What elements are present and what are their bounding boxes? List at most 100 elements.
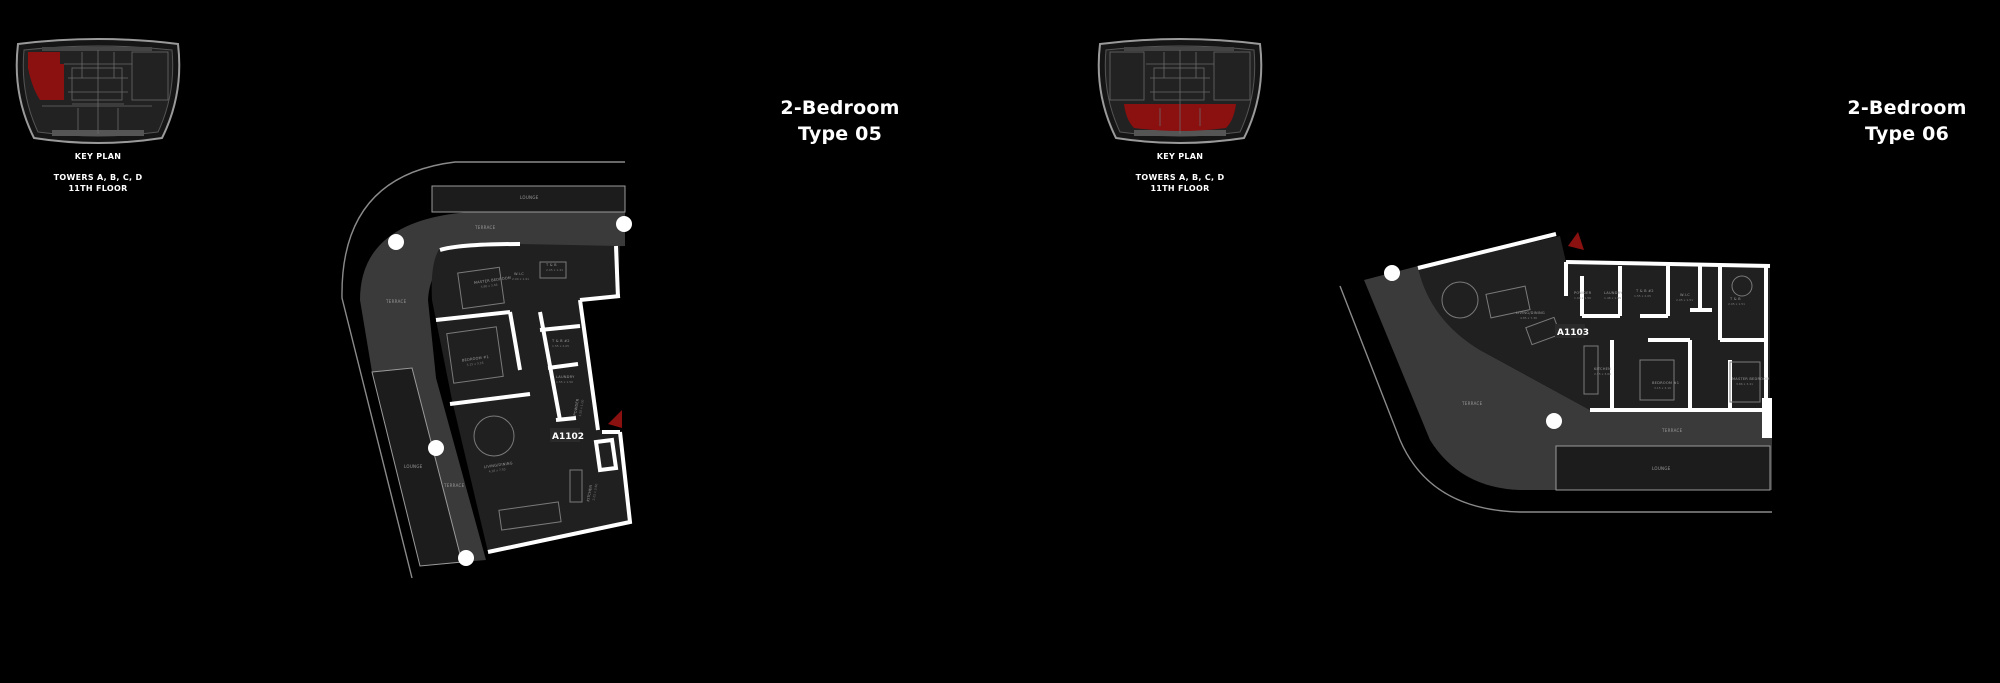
room-name: MASTER BEDROOM [1732, 377, 1770, 381]
unit-panel-type-06: KEY PLAN TOWERS A, B, C, D 11TH FLOOR 2-… [1000, 0, 2000, 683]
terrace-label: TERRACE [443, 483, 465, 488]
unit-title-bedrooms: 2-Bedroom [780, 97, 900, 119]
room-label-bedroom-1: BEDROOM #1 3.15 x 3.16 [462, 355, 489, 367]
room-area: 3.86 x 3.46 [480, 283, 498, 289]
floor-plan-type-05: A1102 MASTER BEDROOM 3.86 x 3.46 W.I.C 2… [341, 161, 633, 579]
room-area: 1.50 x 1.00 [578, 399, 585, 417]
unit-title-type: Type 05 [797, 123, 883, 145]
room-name: BEDROOM #1 [462, 355, 489, 363]
apartment-floor [1418, 236, 1770, 410]
key-plan-floor: 11TH FLOOR [68, 184, 128, 193]
unit-number-tag-bg [1555, 324, 1585, 338]
walls [1417, 232, 1771, 412]
room-area: 2.00 x 1.91 [512, 277, 529, 281]
column-marker [458, 550, 474, 566]
unit-number-tag-bg [550, 428, 580, 442]
room-label-master: MASTER BEDROOM 3.86 x 3.41 [1732, 377, 1770, 386]
column-marker [428, 440, 444, 456]
room-area: 2.05 x 1.51 [1676, 298, 1693, 302]
room-label-tb-2: T & B #2 1.55 x 2.05 [1634, 289, 1654, 298]
lounge-label: LOUNGE [404, 464, 423, 469]
key-plan-label: KEY PLAN [74, 152, 122, 161]
room-area: 3.86 x 3.41 [1736, 382, 1753, 386]
unit-panel-type-05: KEY PLAN TOWERS A, B, C, D 11TH FLOOR 2-… [15, 38, 950, 579]
room-label-wic: W.I.C 2.05 x 1.51 [1676, 293, 1693, 302]
column-marker [388, 234, 404, 250]
room-name: BEDROOM #1 [1652, 381, 1679, 385]
column-marker [1546, 413, 1562, 429]
room-name: T & B #2 [1635, 289, 1654, 293]
room-label-powder: POWDER 1.00 x 1.56 [1574, 291, 1592, 300]
room-label-tb: T & B 2.05 x 1.51 [1728, 297, 1745, 306]
room-area: 1.55 x 2.05 [1634, 294, 1651, 298]
room-area: 4.85 x 7.36 [1520, 316, 1537, 320]
room-name: T & B #2 [551, 339, 570, 343]
room-label-living: LIVING/DINING 4.18 x 7.50 [484, 461, 513, 473]
room-area: 1.00 x 1.56 [1574, 296, 1591, 300]
room-name: W.I.C [514, 272, 524, 276]
room-area: 2.25 x 3.60 [592, 483, 599, 501]
room-label-powder: POWDER 1.50 x 1.00 [573, 398, 585, 417]
room-area: 2.05 x 1.41 [546, 268, 563, 272]
room-area: 4.18 x 7.50 [488, 467, 506, 473]
unit-title-bedrooms: 2-Bedroom [1847, 97, 1967, 119]
room-name: T & B [545, 263, 557, 267]
room-name: LAUNDRY [556, 375, 575, 379]
north-arrow [608, 410, 622, 428]
room-name: LAUNDRY [1604, 291, 1623, 295]
lounge-strip [1555, 445, 1771, 491]
room-area: 1.46 x 1.55 [1604, 296, 1621, 300]
terrace-area [360, 212, 625, 562]
key-plan-label: KEY PLAN [1156, 152, 1204, 161]
room-name: T & B [1729, 297, 1741, 301]
room-label-tb: T & B 2.05 x 1.41 [545, 263, 563, 272]
room-label-kitchen: KITCHEN 2.25 x 3.60 [586, 483, 599, 502]
terrace-label: TERRACE [1461, 401, 1483, 406]
room-area: 2.05 x 1.51 [1728, 302, 1745, 306]
room-label-living: LIVING/DINING 4.85 x 7.36 [1516, 311, 1545, 320]
lounge-label: LOUNGE [520, 195, 539, 200]
room-label-laundry: LAUNDRY 1.55 x 1.50 [556, 375, 575, 384]
key-plan-floor: 11TH FLOOR [1150, 184, 1210, 193]
lounge-label: LOUNGE [1652, 466, 1671, 471]
key-plan-highlight [28, 52, 64, 100]
column-marker [616, 216, 632, 232]
column-marker [1384, 265, 1400, 281]
room-area: 3.15 x 3.10 [1654, 386, 1671, 390]
key-plan-towers: TOWERS A, B, C, D [1135, 173, 1225, 182]
north-arrow [1568, 232, 1584, 250]
unit-title-type: Type 06 [1864, 123, 1950, 145]
room-label-laundry: LAUNDRY 1.46 x 1.55 [1604, 291, 1623, 300]
unit-title: 2-Bedroom Type 06 [1812, 95, 2000, 147]
lounge-strip-top [431, 185, 626, 213]
room-name: LIVING/DINING [1516, 311, 1545, 315]
key-plan-diagram [1097, 38, 1263, 144]
room-name: POWDER [573, 398, 580, 416]
room-name: KITCHEN [586, 484, 593, 502]
room-label-bedroom-1: BEDROOM #1 3.15 x 3.10 [1652, 381, 1679, 390]
room-label-wic: W.I.C 2.00 x 1.91 [512, 272, 529, 281]
room-label-kitchen: KITCHEN 2.55 x 3.60 [1594, 367, 1611, 376]
room-area: 1.55 x 1.50 [556, 380, 573, 384]
room-area: 3.15 x 3.16 [466, 361, 484, 367]
terrace-area [1364, 266, 1772, 490]
room-label-tb-2: T & B #2 1.55 x 2.05 [551, 339, 570, 348]
unit-title: 2-Bedroom Type 05 [730, 95, 950, 147]
room-area: 2.55 x 3.60 [1594, 372, 1611, 376]
floor-plan-type-06: A1103 LIVING/DINING 4.85 x 7.36 KITCHEN … [1339, 232, 1772, 513]
room-name: MASTER BEDROOM [474, 276, 512, 285]
apartment-floor [431, 243, 630, 552]
room-area: 1.55 x 2.05 [552, 344, 569, 348]
walls [435, 242, 633, 554]
terrace-label: TERRACE [1661, 428, 1683, 433]
room-name: LIVING/DINING [484, 461, 513, 469]
unit-number-tag: A1102 [552, 432, 584, 442]
room-label-master: MASTER BEDROOM 3.86 x 3.46 [474, 276, 512, 289]
terrace-label: TERRACE [385, 299, 407, 304]
key-plan-diagram [15, 38, 181, 144]
room-name: POWDER [1574, 291, 1592, 295]
key-plan-towers: TOWERS A, B, C, D [53, 173, 143, 182]
terrace-label: TERRACE [474, 225, 496, 230]
room-name: KITCHEN [1594, 367, 1611, 371]
unit-number-tag: A1103 [1557, 328, 1589, 338]
